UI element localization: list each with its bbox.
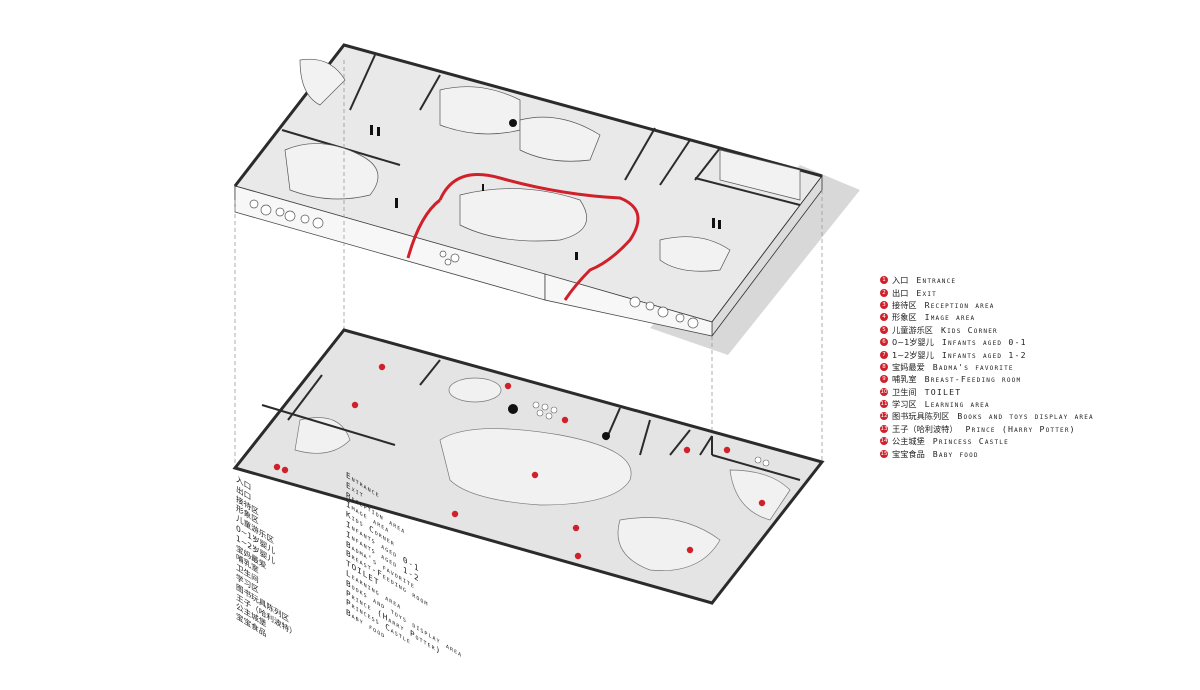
legend-item: 13 王子（哈利波特） Prince (Harry Potter) [880, 423, 1180, 435]
legend-label-english: Image area [924, 312, 976, 323]
legend-label-chinese: 王子（哈利波特） [892, 423, 958, 434]
legend-item: 10 卫生间 TOILET [880, 386, 1180, 398]
legend-label-english: Princess Castle [932, 436, 1009, 447]
legend-number-badge: 12 [880, 412, 888, 421]
legend-label-english: Prince (Harry Potter) [965, 423, 1076, 434]
legend-number-badge: 4 [880, 313, 888, 322]
legend-number-badge: 5 [880, 325, 888, 334]
upper-back-wall [233, 43, 823, 187]
legend-label-english: Kids Corner [940, 324, 998, 335]
legend-label-english: Entrance [916, 275, 957, 286]
legend-label-english: Badma's favorite [932, 361, 1014, 372]
legend-label-chinese: 儿童游乐区 [892, 324, 933, 335]
legend-label-english: Infants aged 0-1 [941, 337, 1027, 348]
legend-number-badge: 15 [880, 449, 888, 458]
legend-label-chinese: 宝宝食品 [892, 448, 925, 459]
legend-item: 1 入口 Entrance [880, 274, 1180, 286]
legend-item: 12 图书玩具陈列区 Books and toys display area [880, 410, 1180, 422]
legend-item: 3 接待区 Reception area [880, 299, 1180, 311]
lower-floor-regions [294, 377, 791, 571]
upper-furniture [284, 58, 801, 272]
legend-label-english: Learning area [924, 399, 990, 410]
legend-label-chinese: 1~2岁婴儿 [892, 349, 934, 360]
legend-label-english: TOILET [924, 386, 962, 397]
legend-item: 5 儿童游乐区 Kids Corner [880, 324, 1180, 336]
legend-number-badge: 11 [880, 400, 888, 409]
legend-item: 4 形象区 Image area [880, 311, 1180, 323]
legend-number-badge: 10 [880, 387, 888, 396]
legend-number-badge: 9 [880, 375, 888, 384]
legend-label-chinese: 公主城堡 [892, 436, 925, 447]
legend-label-english: Baby food [932, 448, 979, 459]
red-play-track [438, 173, 640, 301]
lower-column-2 [602, 432, 610, 440]
legend-number-badge: 13 [880, 424, 888, 433]
people-figures [370, 119, 721, 260]
portholes [249, 199, 699, 329]
legend-label-english: Infants aged 1-2 [941, 349, 1027, 360]
legend-label-chinese: 哺乳室 [892, 374, 917, 385]
legend-number-badge: 8 [880, 362, 888, 371]
isometric-floor-plan-diagram [232, 43, 860, 605]
legend-label-english: Reception area [924, 299, 995, 310]
legend-number-badge: 14 [880, 437, 888, 446]
legend-item: 15 宝宝食品 Baby food [880, 447, 1180, 459]
legend-number-badge: 6 [880, 338, 888, 347]
legend-label-english: Exit [916, 287, 937, 298]
legend-item: 7 1~2岁婴儿 Infants aged 1-2 [880, 348, 1180, 360]
legend-label-chinese: 形象区 [892, 312, 917, 323]
lower-plan-markers [273, 363, 766, 560]
legend-label-chinese: 出口 [892, 287, 909, 298]
legend-label-chinese: 接待区 [892, 299, 917, 310]
lower-column [508, 404, 518, 414]
legend-item: 2 出口 Exit [880, 286, 1180, 298]
legend-item: 6 0~1岁婴儿 Infants aged 0-1 [880, 336, 1180, 348]
legend-label-chinese: 宝妈最爱 [892, 361, 925, 372]
legend-item: 11 学习区 Learning area [880, 398, 1180, 410]
legend-label-chinese: 学习区 [892, 399, 917, 410]
legend-label-english: Books and toys display area [957, 411, 1094, 422]
legend-label-chinese: 图书玩具陈列区 [892, 411, 950, 422]
legend-label-chinese: 0~1岁婴儿 [892, 337, 934, 348]
red-play-track-entry [406, 198, 441, 259]
lower-furniture-dots [532, 401, 770, 467]
legend-label-english: Breast-Feeding room [924, 374, 1022, 385]
legend: 1 入口 Entrance 2 出口 Exit 3 接待区 Reception area 4 形象区… [880, 274, 1180, 460]
legend-number-badge: 3 [880, 300, 888, 309]
legend-item: 8 宝妈最爱 Badma's favorite [880, 361, 1180, 373]
legend-number-badge: 7 [880, 350, 888, 359]
legend-number-badge: 2 [880, 288, 888, 297]
lower-partitions [261, 359, 801, 481]
legend-item: 9 哺乳室 Breast-Feeding room [880, 373, 1180, 385]
legend-number-badge: 1 [880, 276, 888, 285]
legend-label-chinese: 卫生间 [892, 386, 917, 397]
legend-item: 14 公主城堡 Princess Castle [880, 435, 1180, 447]
legend-label-chinese: 入口 [892, 275, 909, 286]
